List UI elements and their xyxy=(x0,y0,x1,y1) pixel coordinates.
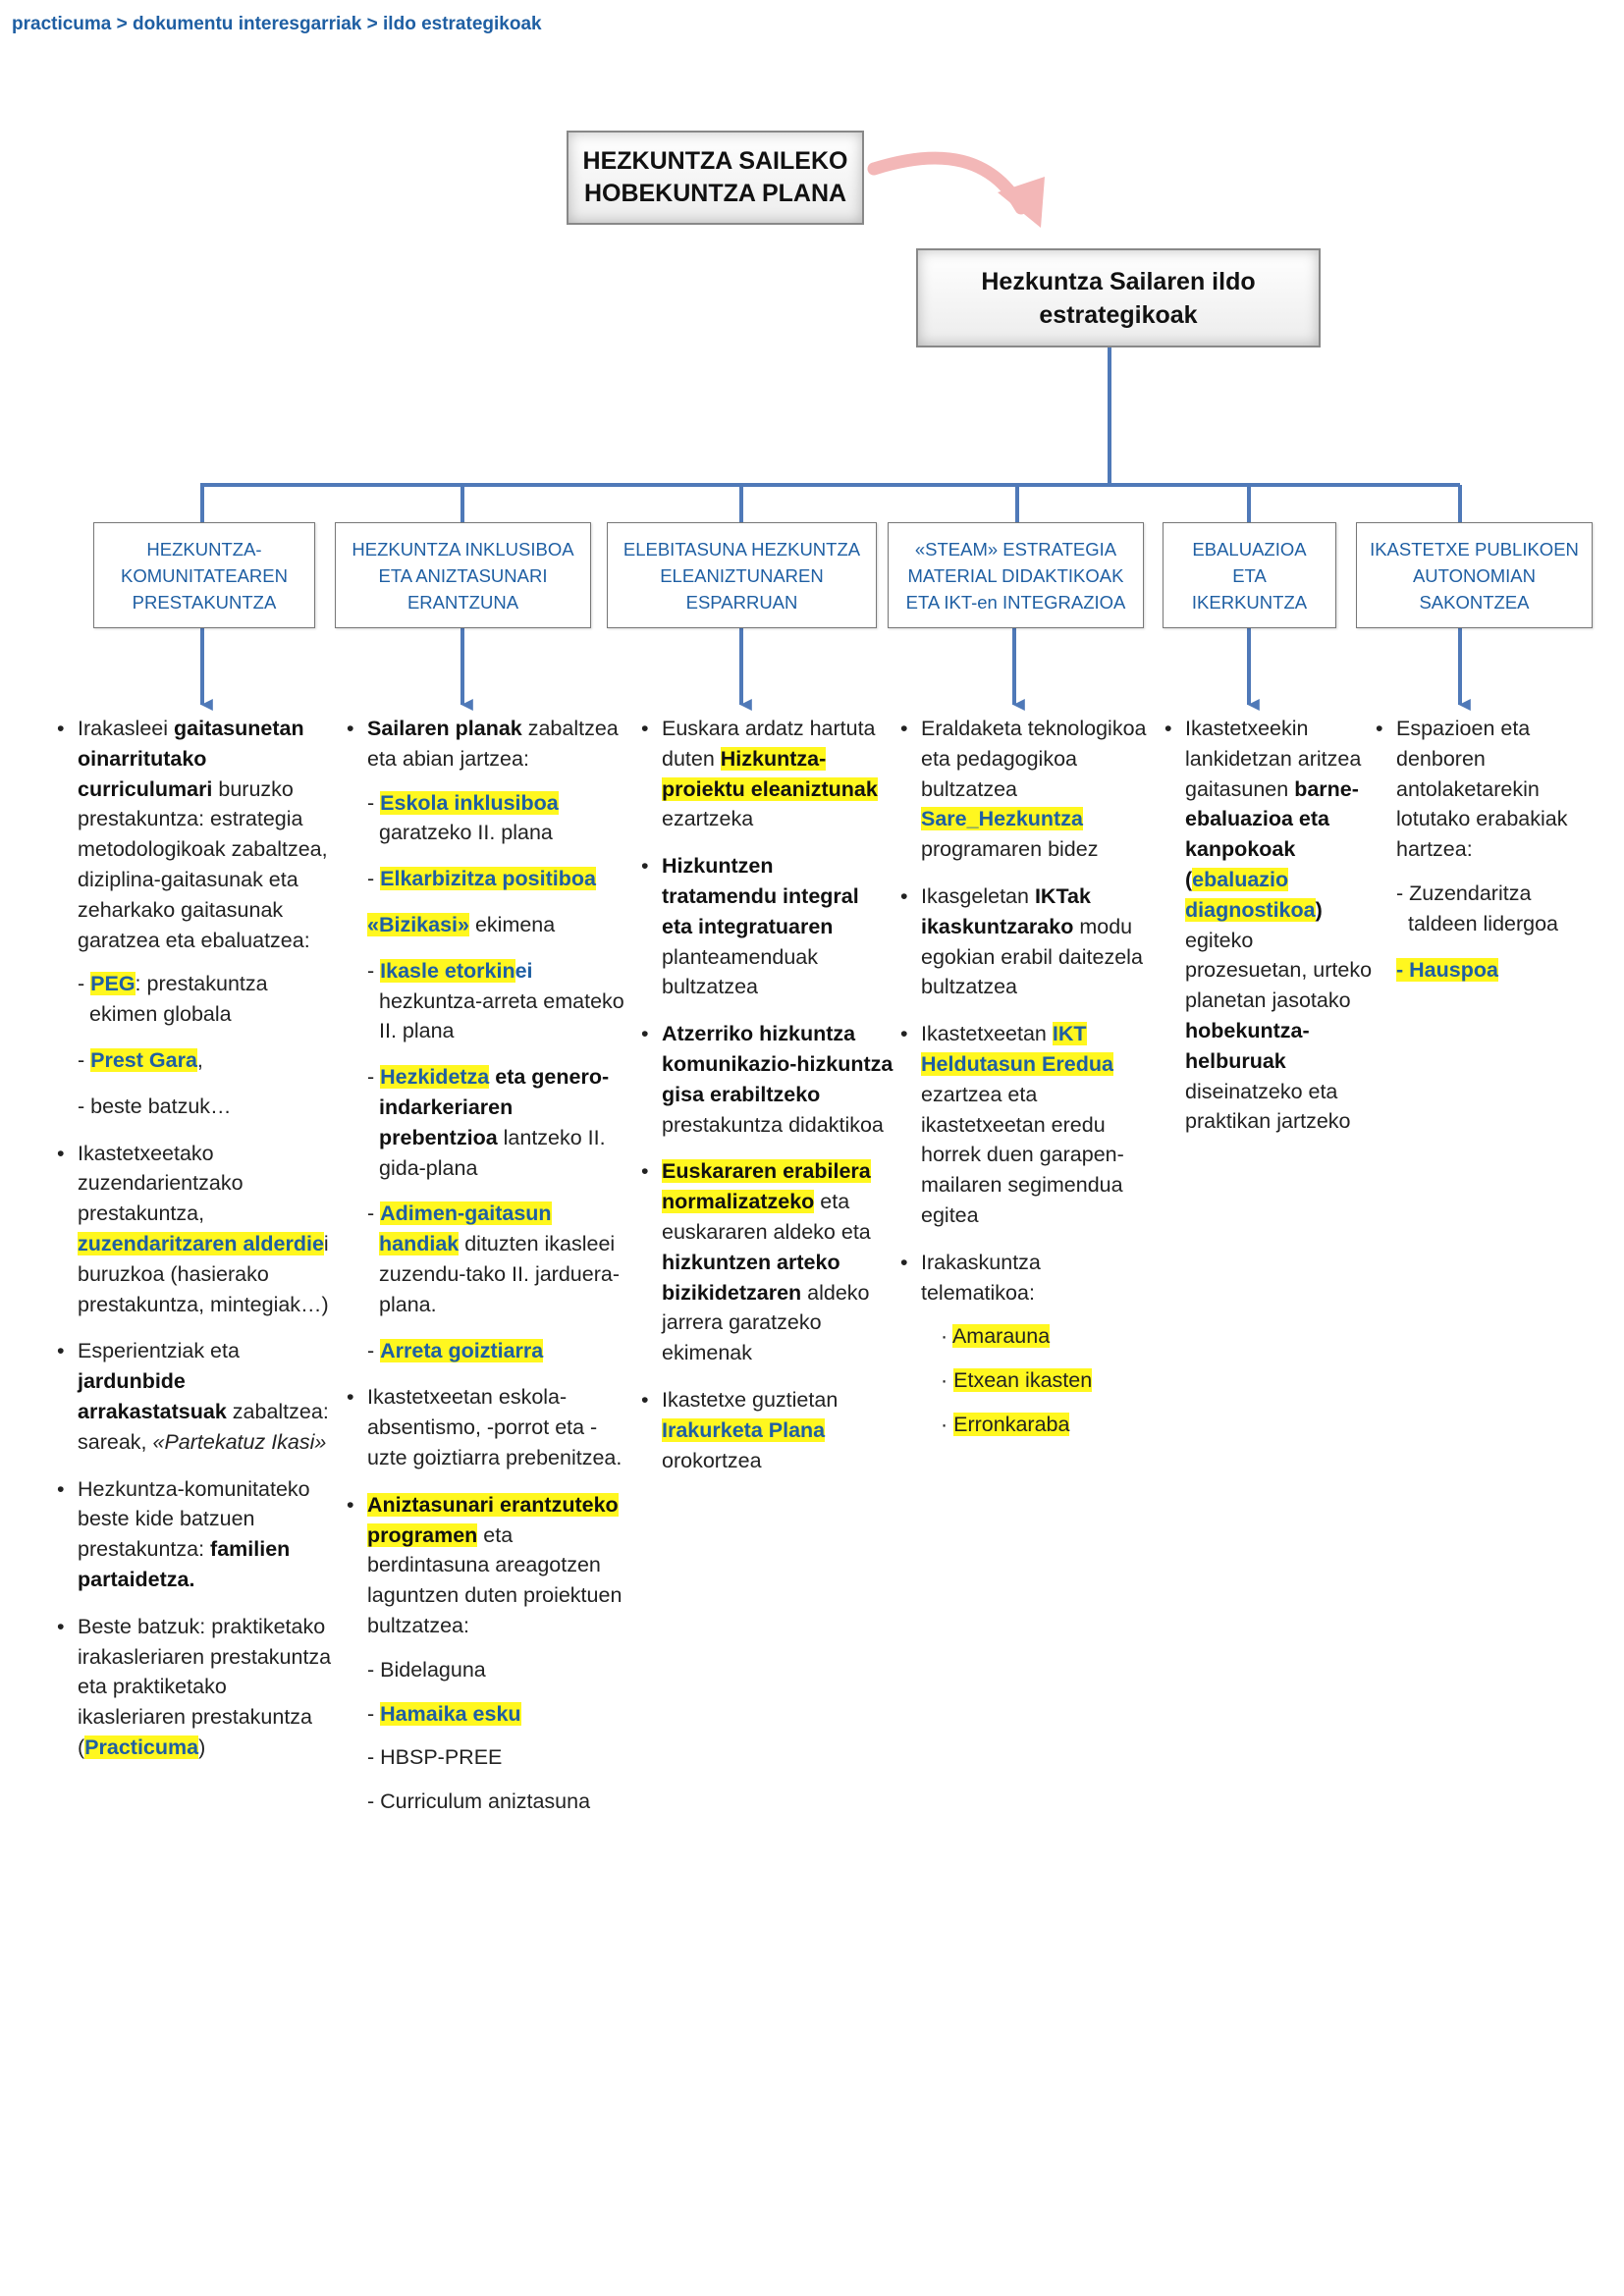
link-irakurketa-plana[interactable]: Irakurketa Plana xyxy=(662,1417,826,1442)
list-item: Ikastetxeetako zuzendarientzako prestaku… xyxy=(54,1139,339,1320)
link-erronkaraba[interactable]: Erronkaraba xyxy=(953,1412,1070,1436)
top-box-line1: HEZKUNTZA SAILEKO xyxy=(582,147,848,175)
column-ebaluazioa: Ikastetxeekin lankidetzan aritzea gaitas… xyxy=(1162,714,1378,1153)
link-etxean-ikasten[interactable]: Etxean ikasten xyxy=(953,1368,1093,1393)
connector-lines xyxy=(200,151,1471,711)
breadcrumb-separator: > xyxy=(111,14,134,34)
link-eskola-inklusiboa[interactable]: Eskola inklusiboa xyxy=(380,790,559,815)
breadcrumb: practicuma > dokumentu interesgarriak > … xyxy=(12,14,542,35)
list-item: Ikastetxeekin lankidetzan aritzea gaitas… xyxy=(1162,714,1378,1137)
link-ebaluazio-diagnostikoa[interactable]: ebaluazio diagnostikoa xyxy=(1185,867,1316,922)
link-hamaika-esku[interactable]: Hamaika esku xyxy=(380,1701,521,1726)
breadcrumb-separator: > xyxy=(361,14,384,34)
link-prest-gara[interactable]: Prest Gara xyxy=(90,1047,197,1072)
link-ikasle-etorkinei[interactable]: Ikasle etorkin xyxy=(380,958,515,983)
list-item: Irakaskuntza telematikoa: · Amarauna · E… xyxy=(897,1248,1153,1440)
link-hezkidetza[interactable]: Hezkidetza xyxy=(380,1065,490,1090)
list-item: Atzerriko hizkuntza komunikazio-hizkuntz… xyxy=(638,1019,893,1140)
hobekuntza-plana-box: HEZKUNTZA SAILEKO HOBEKUNTZA PLANA xyxy=(567,131,864,225)
link-hauspoa[interactable]: - Hauspoa xyxy=(1396,957,1498,982)
list-item: Euskararen erabilera normalizatzeko eta … xyxy=(638,1156,893,1368)
list-item: Beste batzuk: praktiketako irakasleriare… xyxy=(54,1612,339,1763)
link-amarauna[interactable]: Amarauna xyxy=(951,1324,1051,1349)
top-box-line2: HOBEKUNTZA PLANA xyxy=(583,180,847,207)
list-item: Ikastetxeetan eskola-absentismo, -porrot… xyxy=(344,1382,628,1472)
list-item: Hezkuntza-komunitateko beste kide batzue… xyxy=(54,1474,339,1595)
column-komunitatea: Irakasleei gaitasunetan oinarritutako cu… xyxy=(54,714,339,1780)
column-steam: Eraldaketa teknologikoa eta pedagogikoa … xyxy=(897,714,1153,1457)
link-peg[interactable]: PEG xyxy=(90,972,135,996)
column-inklusiboa: Sailaren planak zabaltzea eta abian jart… xyxy=(344,714,628,1834)
second-box-text: Hezkuntza Sailaren ildo estrategikoak xyxy=(981,267,1256,329)
list-item: Ikastetxe guztietan Irakurketa Plana oro… xyxy=(638,1385,893,1475)
list-item: Esperientziak eta jardunbide arrakastats… xyxy=(54,1336,339,1457)
link-elkarbizitza-positiboa[interactable]: Elkarbizitza positiboa xyxy=(380,867,596,891)
list-item: Aniztasunari erantzuteko programen eta b… xyxy=(344,1490,628,1817)
curved-arrow-icon xyxy=(867,151,1028,215)
list-item: Ikasgeletan IKTak ikaskuntzarako modu eg… xyxy=(897,881,1153,1002)
list-item: Hizkuntzen tratamendu integral eta integ… xyxy=(638,851,893,1002)
list-item: Eraldaketa teknologikoa eta pedagogikoa … xyxy=(897,714,1153,865)
link-sare-hezkuntza[interactable]: Sare_Hezkuntza xyxy=(921,807,1083,831)
breadcrumb-dokumentu-interesgarriak[interactable]: dokumentu interesgarriak xyxy=(133,14,362,34)
ildo-estrategikoak-box: Hezkuntza Sailaren ildo estrategikoak xyxy=(916,248,1321,347)
list-item: Espazioen eta denboren antolaketarekin l… xyxy=(1373,714,1589,985)
list-item: Euskara ardatz hartuta duten Hizkuntza-p… xyxy=(638,714,893,834)
column-autonomia: Espazioen eta denboren antolaketarekin l… xyxy=(1373,714,1589,1001)
link-bizikasi[interactable]: «Bizikasi» xyxy=(367,912,469,936)
column-elebitasuna: Euskara ardatz hartuta duten Hizkuntza-p… xyxy=(638,714,893,1492)
list-item: Irakasleei gaitasunetan oinarritutako cu… xyxy=(54,714,339,1122)
list-item: Sailaren planak zabaltzea eta abian jart… xyxy=(344,714,628,1365)
breadcrumb-ildo-estrategikoak[interactable]: ildo estrategikoak xyxy=(383,14,542,34)
list-item: Ikastetxeetan IKT Heldutasun Eredua ezar… xyxy=(897,1019,1153,1231)
breadcrumb-practicuma[interactable]: practicuma xyxy=(12,14,112,34)
link-zuzendaritzaren-alderdiei[interactable]: zuzendaritzaren alderdie xyxy=(78,1231,324,1255)
link-practicuma[interactable]: Practicuma xyxy=(84,1735,199,1759)
link-arreta-goiztiarra[interactable]: Arreta goiztiarra xyxy=(380,1338,544,1362)
curved-arrow-head-icon xyxy=(998,177,1045,228)
